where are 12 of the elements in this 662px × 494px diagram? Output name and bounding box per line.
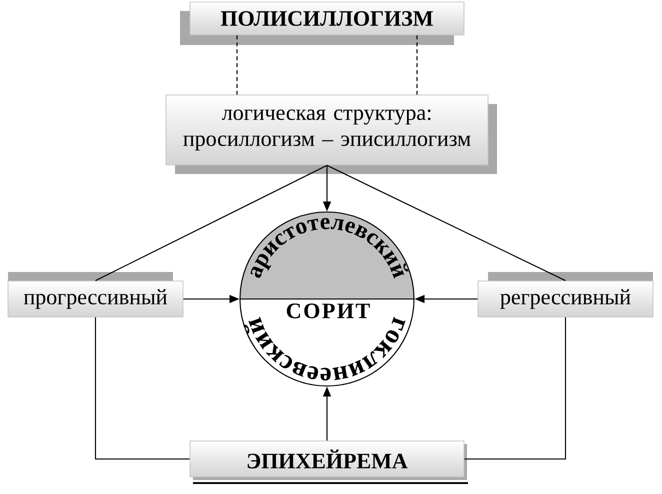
dashed-line (236, 35, 238, 95)
text-box: регрессивный (478, 272, 654, 318)
connector-line (464, 317, 566, 460)
connector-line (95, 164, 328, 282)
connector-line (94, 317, 190, 460)
circle-title: СОРИТ (286, 304, 370, 318)
dashed-line (416, 35, 418, 95)
text-box: прогрессивный (8, 272, 184, 318)
text-box: логическая структура: просиллогизм – эписиллогизм (166, 94, 497, 174)
heading-box: ПОЛИСИЛЛОГИЗМ (180, 2, 464, 45)
heading-box: ЭПИХЕЙРЕМА (190, 440, 468, 484)
connector-line (326, 164, 566, 282)
